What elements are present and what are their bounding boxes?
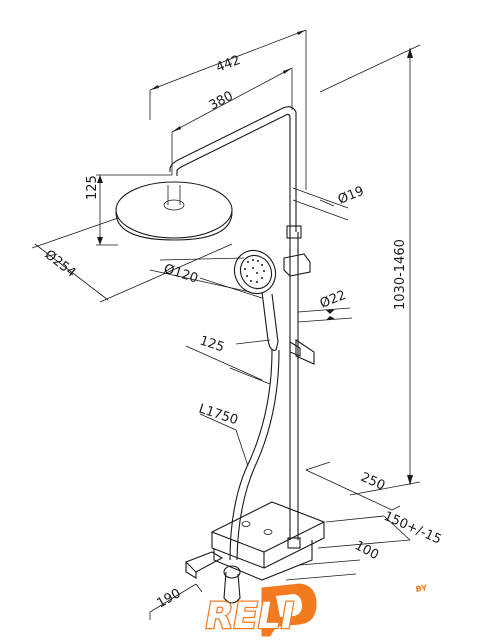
dim-mixer-offset-label: 100: [352, 538, 381, 563]
dim-hand-shower: [149, 257, 263, 299]
rain-shower-head: [115, 181, 233, 241]
dim-hand-shower-label: Ø120: [162, 262, 200, 287]
shower-hose: [229, 349, 280, 561]
dim-mixer-offset: [285, 559, 361, 581]
dim-overall-width: [149, 29, 307, 190]
dim-pipe: [292, 187, 349, 221]
spray-nozzles: [244, 259, 265, 283]
hand-shower: [233, 249, 279, 351]
dim-overall-width-label: 442: [214, 53, 243, 76]
dim-hose: [199, 413, 249, 467]
dim-shelf-depth-label: 250: [358, 470, 387, 494]
drill-icon: [261, 583, 317, 637]
logo-superscript: BY: [415, 583, 428, 594]
dim-head-height: [96, 174, 172, 246]
mixer-body: [185, 501, 326, 604]
dim-head-height-label: 125: [85, 175, 100, 200]
dim-overall-height: [319, 44, 421, 496]
dim-hand-shower-length: [185, 339, 271, 385]
logo-wordmark: RELI: [202, 594, 298, 637]
dim-shelf-depth: [305, 461, 401, 511]
dim-head-diameter: [31, 217, 233, 303]
dim-pipe-label: Ø19: [336, 184, 366, 208]
dim-inlet-spacing: [317, 515, 411, 549]
riser-pipe: [169, 106, 315, 549]
dim-overall-height-label: 1030-1460: [393, 239, 408, 310]
dim-spout-label: 190: [155, 586, 184, 611]
dim-arm-length: [171, 67, 293, 175]
dim-arm-length-label: 380: [207, 89, 236, 114]
dim-hose-label: L1750: [197, 402, 240, 429]
dim-holder: [297, 307, 353, 323]
dim-hand-shower-length-label: 125: [198, 334, 226, 356]
dreli-logo: BY RELI: [200, 583, 428, 638]
dim-spout: [149, 583, 203, 620]
dim-head-diameter-label: Ø254: [42, 247, 79, 280]
